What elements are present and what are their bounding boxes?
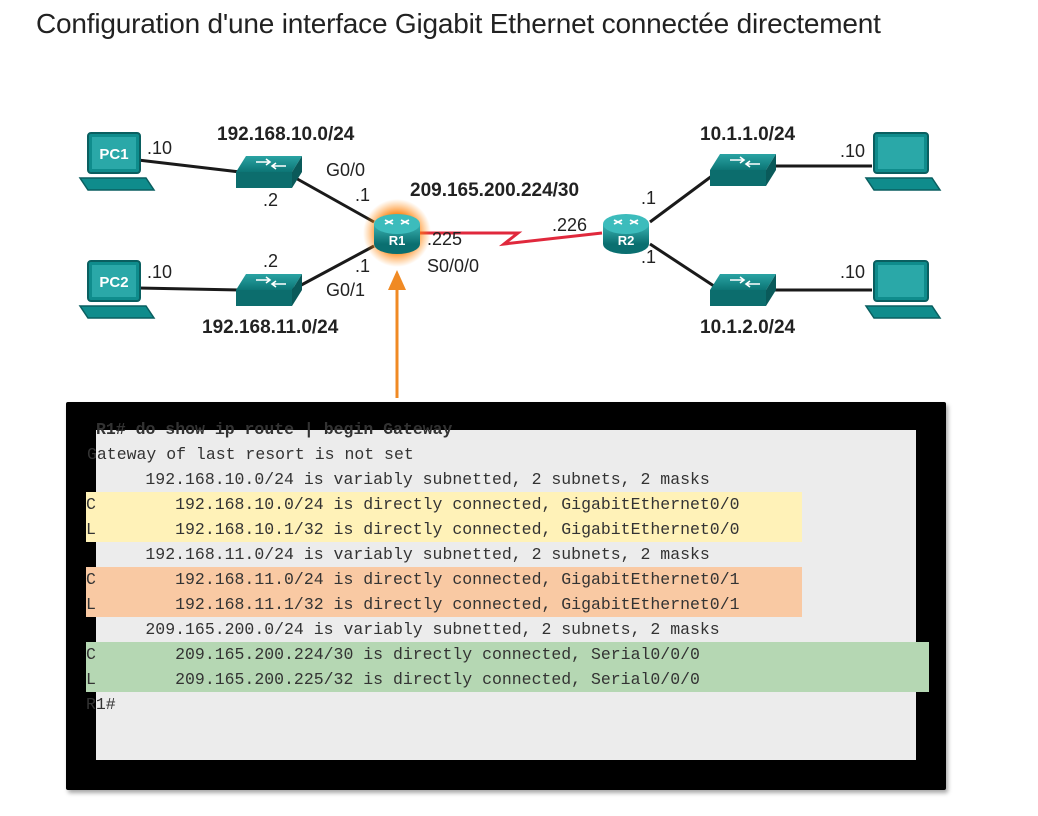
address-r1-g01: .1 [355, 256, 370, 276]
address-pc1: .10 [147, 138, 172, 158]
cli-line: L 192.168.10.1/32 is directly connected,… [86, 517, 802, 542]
router-r1-icon[interactable]: R1 [363, 199, 431, 267]
pc2-icon[interactable]: PC2 [78, 260, 156, 319]
router-r2-icon[interactable]: R2 [603, 214, 649, 254]
link-sw1-r1 [291, 174, 375, 224]
address-r1-s000: .225 [427, 229, 462, 249]
switch-1-icon[interactable] [236, 156, 302, 188]
link-pc2-sw2 [137, 286, 241, 292]
cli-line: C 192.168.10.0/24 is directly connected,… [86, 492, 802, 517]
network-label-lan2: 192.168.11.0/24 [202, 317, 339, 338]
network-label-lan1: 192.168.10.0/24 [217, 124, 355, 145]
cli-output-window: R1# do show ip route | begin Gateway Gat… [66, 402, 946, 790]
address-sw1: .2 [263, 190, 278, 210]
r1-label: R1 [389, 233, 406, 248]
address-pc3: .10 [840, 141, 865, 161]
cli-line: 209.165.200.0/24 is variably subnetted, … [86, 620, 720, 639]
network-label-wan: 209.165.200.224/30 [410, 180, 579, 201]
pc2-label: PC2 [99, 274, 128, 291]
serial-link-r1-r2 [420, 231, 603, 247]
orange-arrow-icon [388, 270, 406, 398]
switch-3-icon[interactable] [710, 154, 776, 186]
address-r2-bottom: .1 [641, 247, 656, 267]
cli-line: L 192.168.11.1/32 is directly connected,… [86, 592, 802, 617]
interface-label-g00: G0/0 [326, 160, 365, 180]
cli-line: R1# [86, 695, 116, 714]
interface-label-g01: G0/1 [326, 280, 365, 300]
r2-label: R2 [618, 233, 635, 248]
network-label-r2-lan2: 10.1.2.0/24 [700, 317, 796, 338]
address-pc2: .10 [147, 262, 172, 282]
cli-line: L 209.165.200.225/32 is directly connect… [86, 667, 929, 692]
pc1-label: PC1 [99, 146, 128, 163]
cli-screen: R1# do show ip route | begin Gateway Gat… [86, 420, 929, 760]
switch-4-icon[interactable] [710, 274, 776, 306]
address-r1-g00: .1 [355, 185, 370, 205]
link-pc1-sw1 [137, 158, 241, 174]
pc1-icon[interactable]: PC1 [78, 132, 156, 191]
interface-label-s000: S0/0/0 [427, 256, 479, 276]
network-topology-diagram: PC1 PC2 R1 R2 [78, 124, 942, 398]
address-pc4: .10 [840, 262, 865, 282]
link-sw2-r1 [291, 244, 375, 292]
cli-line: R1# do show ip route | begin Gateway [96, 420, 453, 439]
cli-line: C 209.165.200.224/30 is directly connect… [86, 642, 929, 667]
address-r2-serial: .226 [552, 215, 587, 235]
cli-line: Gateway of last resort is not set [87, 445, 414, 464]
cli-line: 192.168.10.0/24 is variably subnetted, 2… [86, 470, 710, 489]
address-r2-top: .1 [641, 188, 656, 208]
address-sw2: .2 [263, 251, 278, 271]
link-r2-sw4 [649, 242, 721, 292]
link-r2-sw3 [649, 168, 721, 224]
network-label-r2-lan1: 10.1.1.0/24 [700, 124, 796, 145]
page-title: Configuration d'une interface Gigabit Et… [36, 8, 881, 39]
pc3-icon[interactable] [864, 132, 942, 191]
cli-line: 192.168.11.0/24 is variably subnetted, 2… [86, 545, 710, 564]
switch-2-icon[interactable] [236, 274, 302, 306]
pc4-icon[interactable] [864, 260, 942, 319]
cli-line: C 192.168.11.0/24 is directly connected,… [86, 567, 802, 592]
